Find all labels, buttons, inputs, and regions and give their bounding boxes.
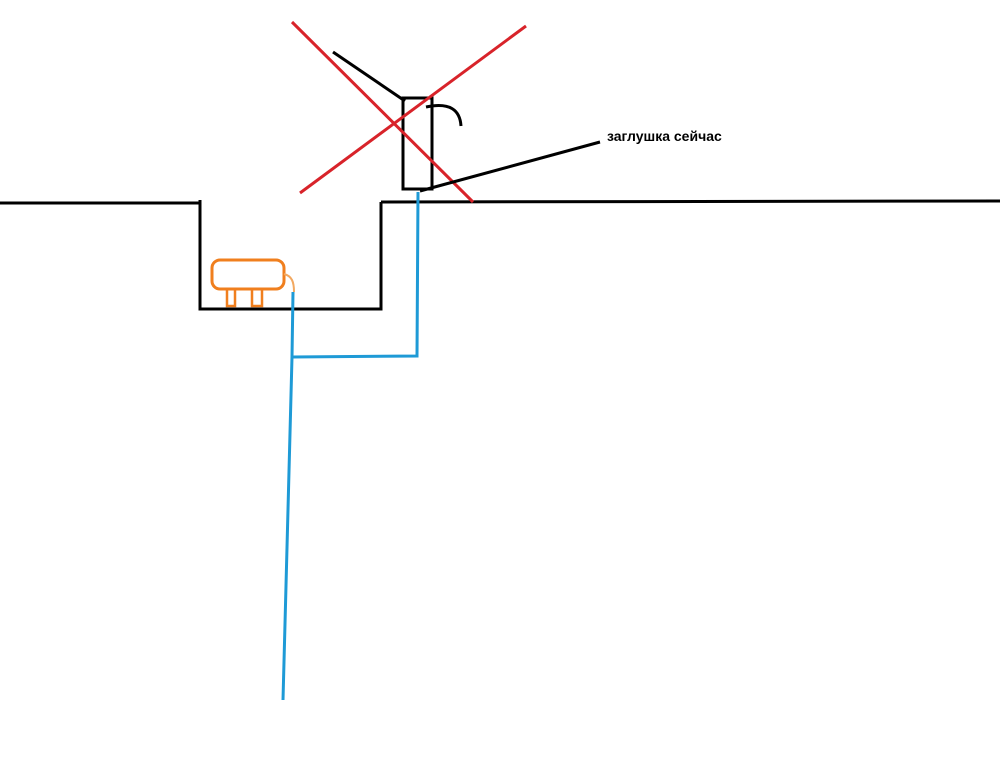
annotation-leader-line — [419, 140, 601, 193]
ground-profile — [0, 199, 1000, 311]
pit-outline — [198, 200, 383, 311]
cross-out-mark — [290, 20, 527, 204]
fixture-body — [401, 96, 434, 191]
fixture-handle — [332, 50, 406, 103]
annotation-label: заглушка сейчас — [607, 128, 722, 144]
pipe-from-pump — [281, 291, 295, 701]
pump-body — [210, 258, 286, 291]
pump-leg-right — [250, 287, 264, 308]
water-pipe — [281, 191, 420, 701]
pipe-to-fixture — [291, 191, 420, 359]
fixture-spout — [425, 104, 463, 127]
pump-icon — [210, 258, 295, 308]
crossed-out-fixture-icon — [332, 50, 463, 191]
cross-line-1 — [290, 20, 475, 204]
cross-line-2 — [299, 24, 527, 195]
ground-line-right — [380, 199, 1000, 204]
pump-outlet — [283, 273, 295, 293]
pump-leg-left — [225, 287, 237, 308]
